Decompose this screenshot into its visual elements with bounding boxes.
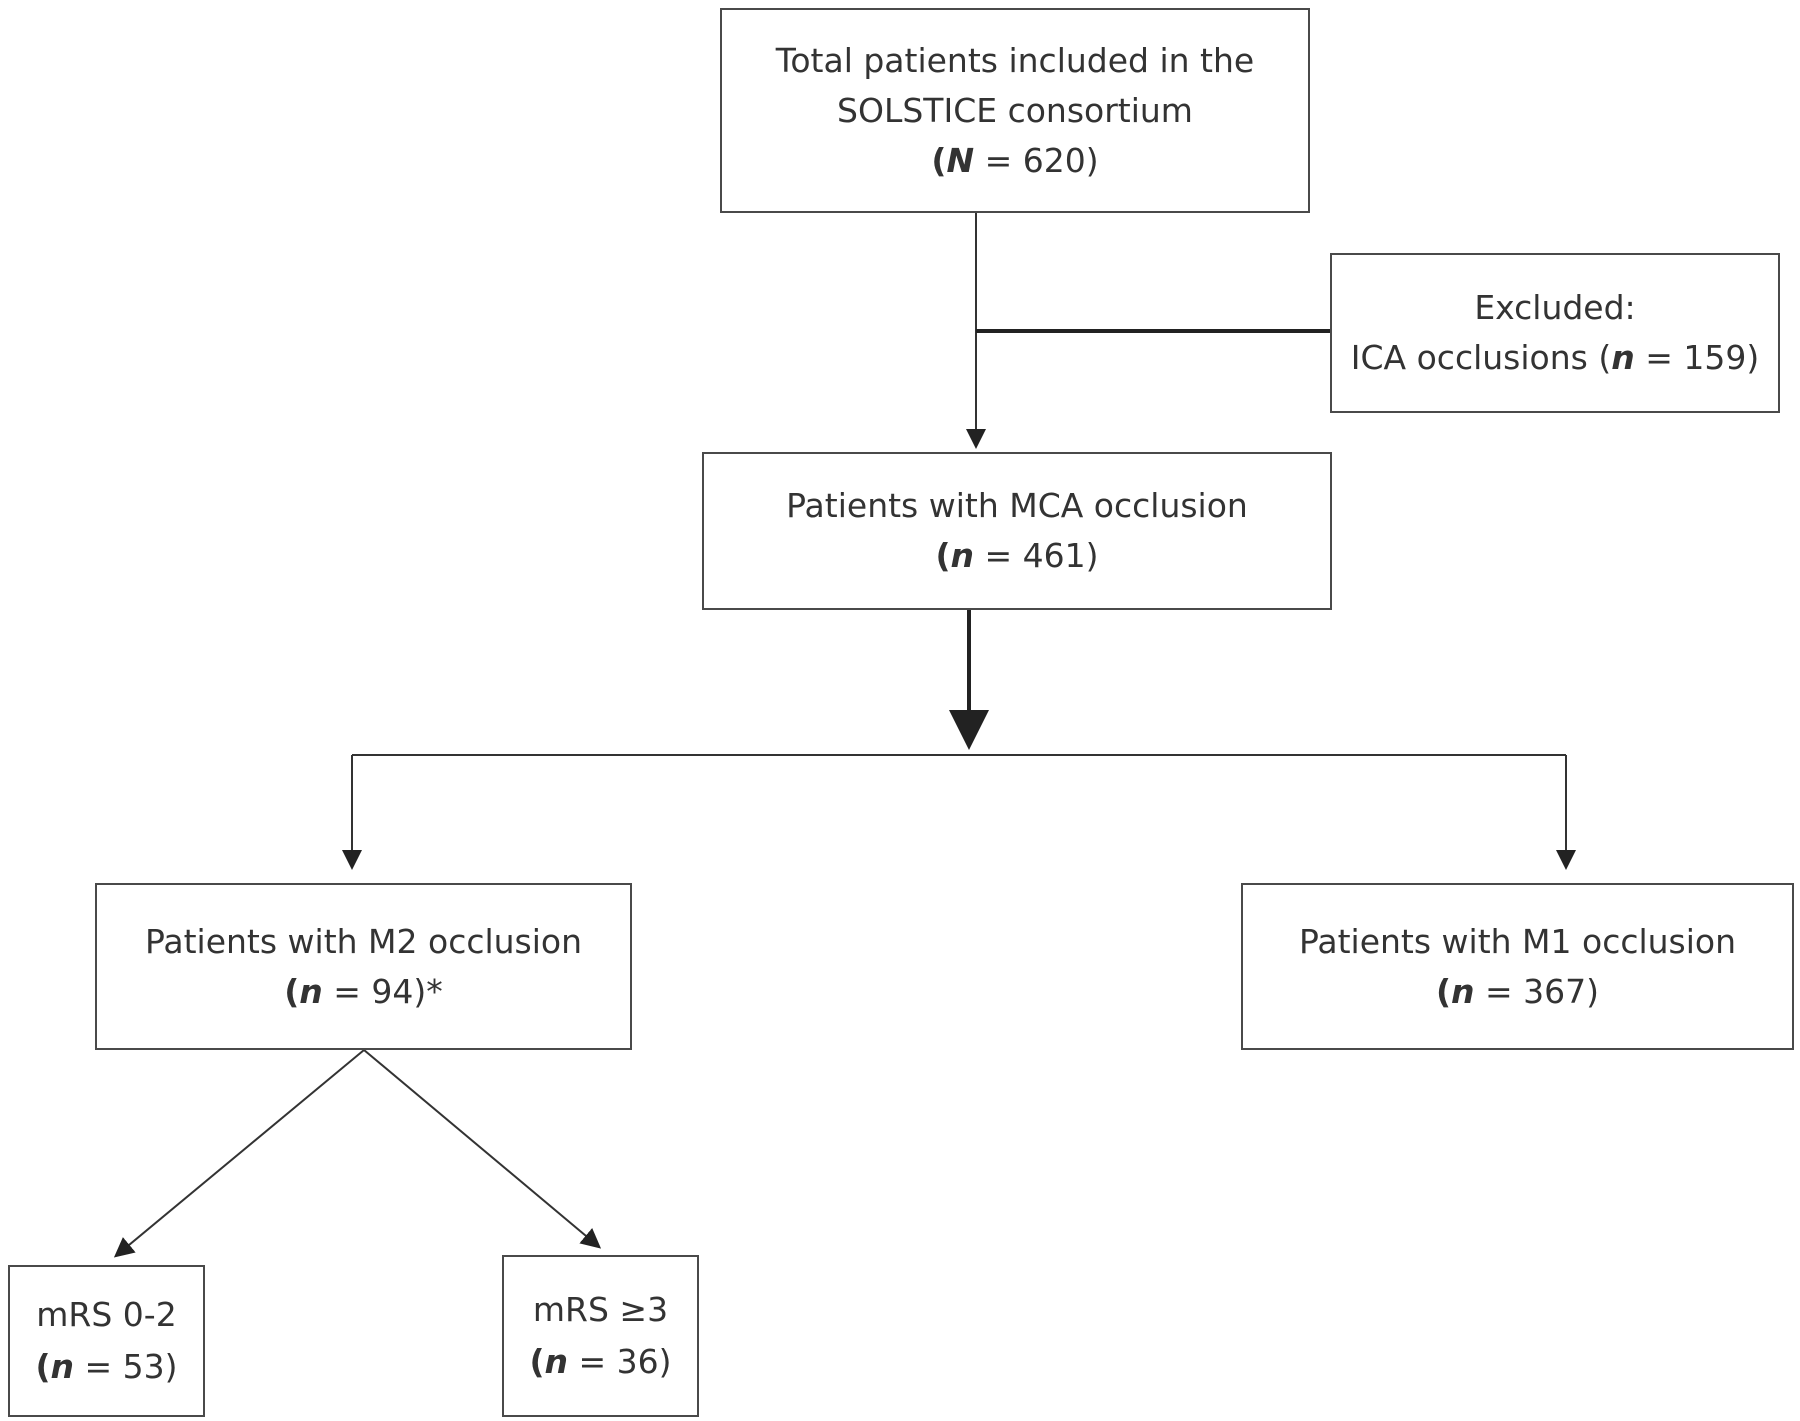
mrs-good-line1: mRS 0-2 (36, 1295, 177, 1334)
total-line1: Total patients included in the (775, 40, 1255, 80)
total-patients-box: Total patients included in the SOLSTICE … (720, 8, 1310, 213)
excluded-line1: Excluded: (1474, 288, 1636, 327)
mrs-good-open-paren: ( (35, 1347, 51, 1386)
m1-line1: Patients with M1 occlusion (1298, 921, 1737, 961)
mca-count: (n = 461) (935, 531, 1098, 581)
m1-count: (n = 367) (1436, 967, 1599, 1017)
total-open-paren: ( (931, 140, 947, 180)
m2-line1: Patients with M2 occlusion (144, 921, 583, 961)
m1-open-paren: ( (1435, 971, 1452, 1011)
mrs-poor-box: mRS ≥3 (n = 36) (502, 1255, 699, 1417)
excluded-box: Excluded: ICA occlusions (n = 159) (1330, 253, 1780, 413)
m2-box: Patients with M2 occlusion (n = 94)* (95, 883, 632, 1050)
mrs-poor-count: (n = 36) (529, 1336, 671, 1388)
connector-m2-to-mrs-good (113, 1049, 365, 1258)
mrs-good-count: (n = 53) (35, 1341, 177, 1393)
total-line2: SOLSTICE consortium (837, 90, 1193, 130)
mrs-poor-count-rest: = 36) (568, 1342, 672, 1381)
mca-open-paren: ( (935, 536, 951, 575)
total-count-var: N (946, 140, 975, 180)
m1-count-rest: = 367) (1474, 971, 1600, 1011)
mrs-poor-open-paren: ( (529, 1342, 545, 1381)
mrs-good-count-var: n (50, 1347, 75, 1386)
excluded-line2-prefix: ICA occlusions ( (1350, 338, 1612, 377)
m1-box: Patients with M1 occlusion (n = 367) (1241, 883, 1794, 1050)
m2-count-rest: = 94)* (322, 971, 443, 1011)
m2-count-var: n (299, 971, 323, 1011)
mca-count-var: n (950, 536, 975, 575)
m2-open-paren: ( (284, 971, 300, 1011)
m1-count-var: n (1451, 971, 1475, 1011)
mrs-poor-line1: mRS ≥3 (532, 1290, 669, 1329)
mrs-good-count-rest: = 53) (74, 1347, 178, 1386)
mrs-good-box: mRS 0-2 (n = 53) (8, 1265, 205, 1417)
mca-count-rest: = 461) (974, 536, 1099, 575)
excluded-count-rest: = 159) (1634, 338, 1760, 377)
mca-line1: Patients with MCA occlusion (786, 486, 1248, 525)
mrs-poor-count-var: n (544, 1342, 569, 1381)
connector-m2-to-mrs-poor (363, 1049, 602, 1249)
m2-count: (n = 94)* (284, 967, 443, 1017)
total-count: (N = 620) (931, 136, 1098, 186)
excluded-line2: ICA occlusions (n = 159) (1351, 333, 1759, 383)
mca-box: Patients with MCA occlusion (n = 461) (702, 452, 1332, 610)
excluded-count-var: n (1611, 338, 1635, 377)
total-count-rest: = 620) (974, 140, 1099, 180)
